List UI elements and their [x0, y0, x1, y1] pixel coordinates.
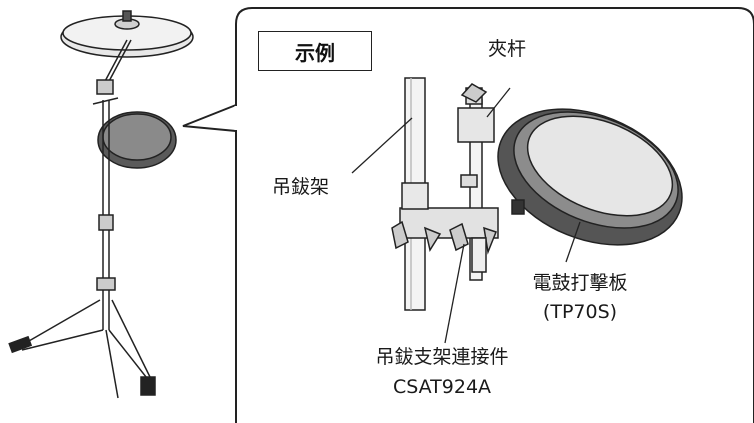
leader-lines [351, 87, 581, 344]
clamp-rod-label: 夾杆 [488, 38, 527, 60]
pad-name-label: 電鼓打擊板 [532, 272, 628, 294]
example-tag: 示例 [258, 31, 372, 71]
adapter-model-label: CSAT924A [392, 376, 492, 398]
callout-pointer [182, 104, 237, 132]
cymbal-stand-overview [8, 10, 194, 399]
adapter-name-label: 吊鈸支架連接件 [375, 346, 509, 368]
pad-small-icon [97, 111, 177, 169]
cymbal-icon [60, 10, 194, 58]
pad-icon [497, 108, 683, 246]
adapter-icon [391, 182, 499, 273]
cymbal-stand-label: 吊鈸架 [272, 176, 330, 198]
callout-frame [235, 7, 754, 423]
pad-model-label: (TP70S) [542, 301, 618, 323]
detail-drawing [391, 77, 683, 311]
